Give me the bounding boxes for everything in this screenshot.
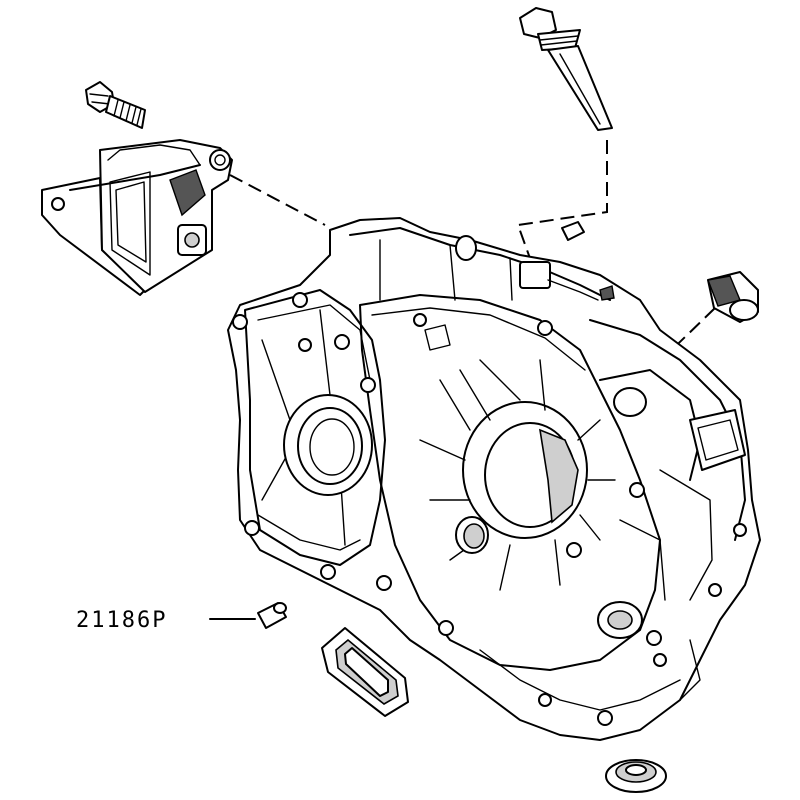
transmission-housing <box>227 217 761 741</box>
rubber-seal <box>321 627 409 717</box>
mounting-bracket <box>41 139 233 296</box>
callout-label-pin: 21186P <box>76 608 167 633</box>
pin-part <box>257 602 287 629</box>
flange-bolt-holes <box>232 292 747 726</box>
plug-cap <box>707 271 759 323</box>
breather-tube <box>519 7 613 131</box>
bolt <box>85 81 146 129</box>
dowel-sleeve <box>561 221 585 241</box>
seal-ring <box>605 759 667 793</box>
